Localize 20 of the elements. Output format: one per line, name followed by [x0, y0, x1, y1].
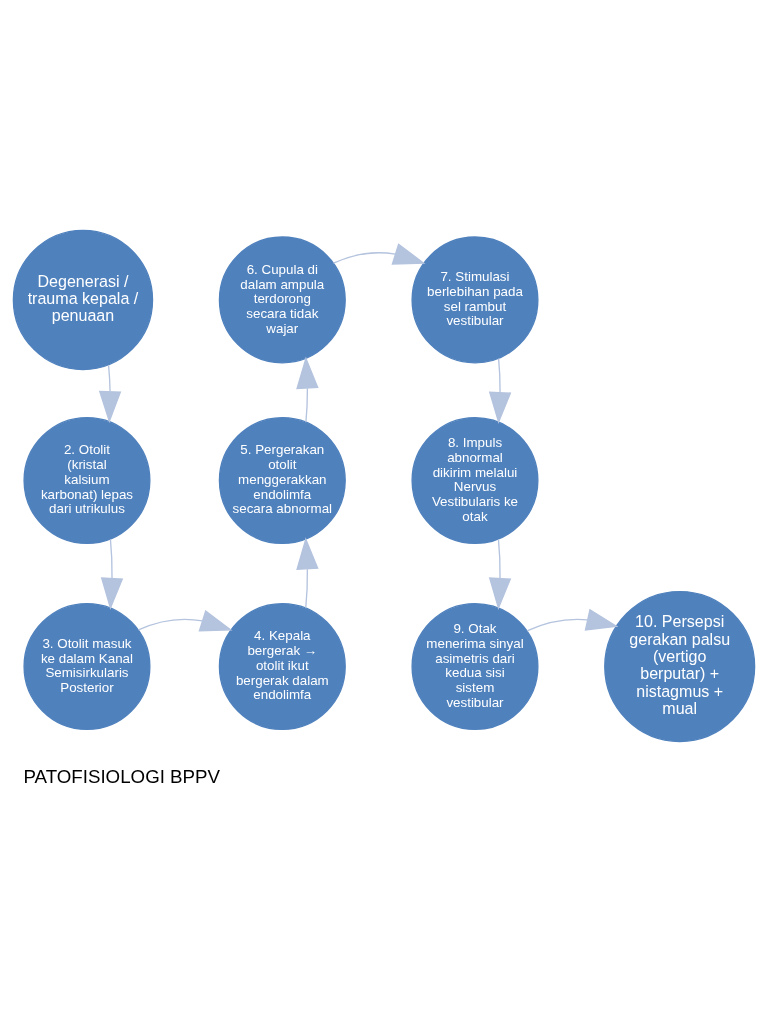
- node-circle: 8. Impuls abnormal dikirim melalui Nervus Vestibularis ke otak: [411, 417, 539, 545]
- node-circle: 9. Otak menerima sinyal asimetris dari kedua sisi sistem vestibular: [411, 603, 539, 731]
- node-circle: 6. Cupula di dalam ampula terdorong secara tidak wajar: [218, 236, 346, 364]
- arrow: [296, 537, 319, 609]
- arrow: [98, 364, 122, 424]
- node-circle: 3. Otolit masuk ke dalam Kanal Semisirkularis Posterior: [23, 603, 151, 731]
- node-circle: 2. Otolit (kristal kalsium karbonat) lepas dari utrikulus: [23, 417, 151, 545]
- node-circle: 4. Kepala bergerak → otolit ikut bergerak dalam endolimfa: [218, 603, 346, 731]
- arrow: [332, 243, 426, 265]
- arrow: [100, 538, 124, 610]
- node-circle: Degenerasi / trauma kepala / penuaan: [12, 229, 154, 371]
- arrow: [296, 356, 319, 423]
- arrow: [137, 610, 233, 632]
- arrow: [526, 608, 619, 632]
- arrow: [488, 357, 512, 425]
- node-circle: 7. Stimulasi berlebihan pada sel rambut vestibular: [411, 236, 539, 364]
- node-circle: 5. Pergerakan otolit menggerakkan endolimfa secara abnormal: [218, 417, 346, 545]
- node-circle: 10. Persepsi gerakan palsu (vertigo berputar) + nistagmus + mual: [604, 590, 756, 743]
- caption: PATOFISIOLOGI BPPV: [23, 766, 221, 788]
- arrow: [488, 538, 512, 610]
